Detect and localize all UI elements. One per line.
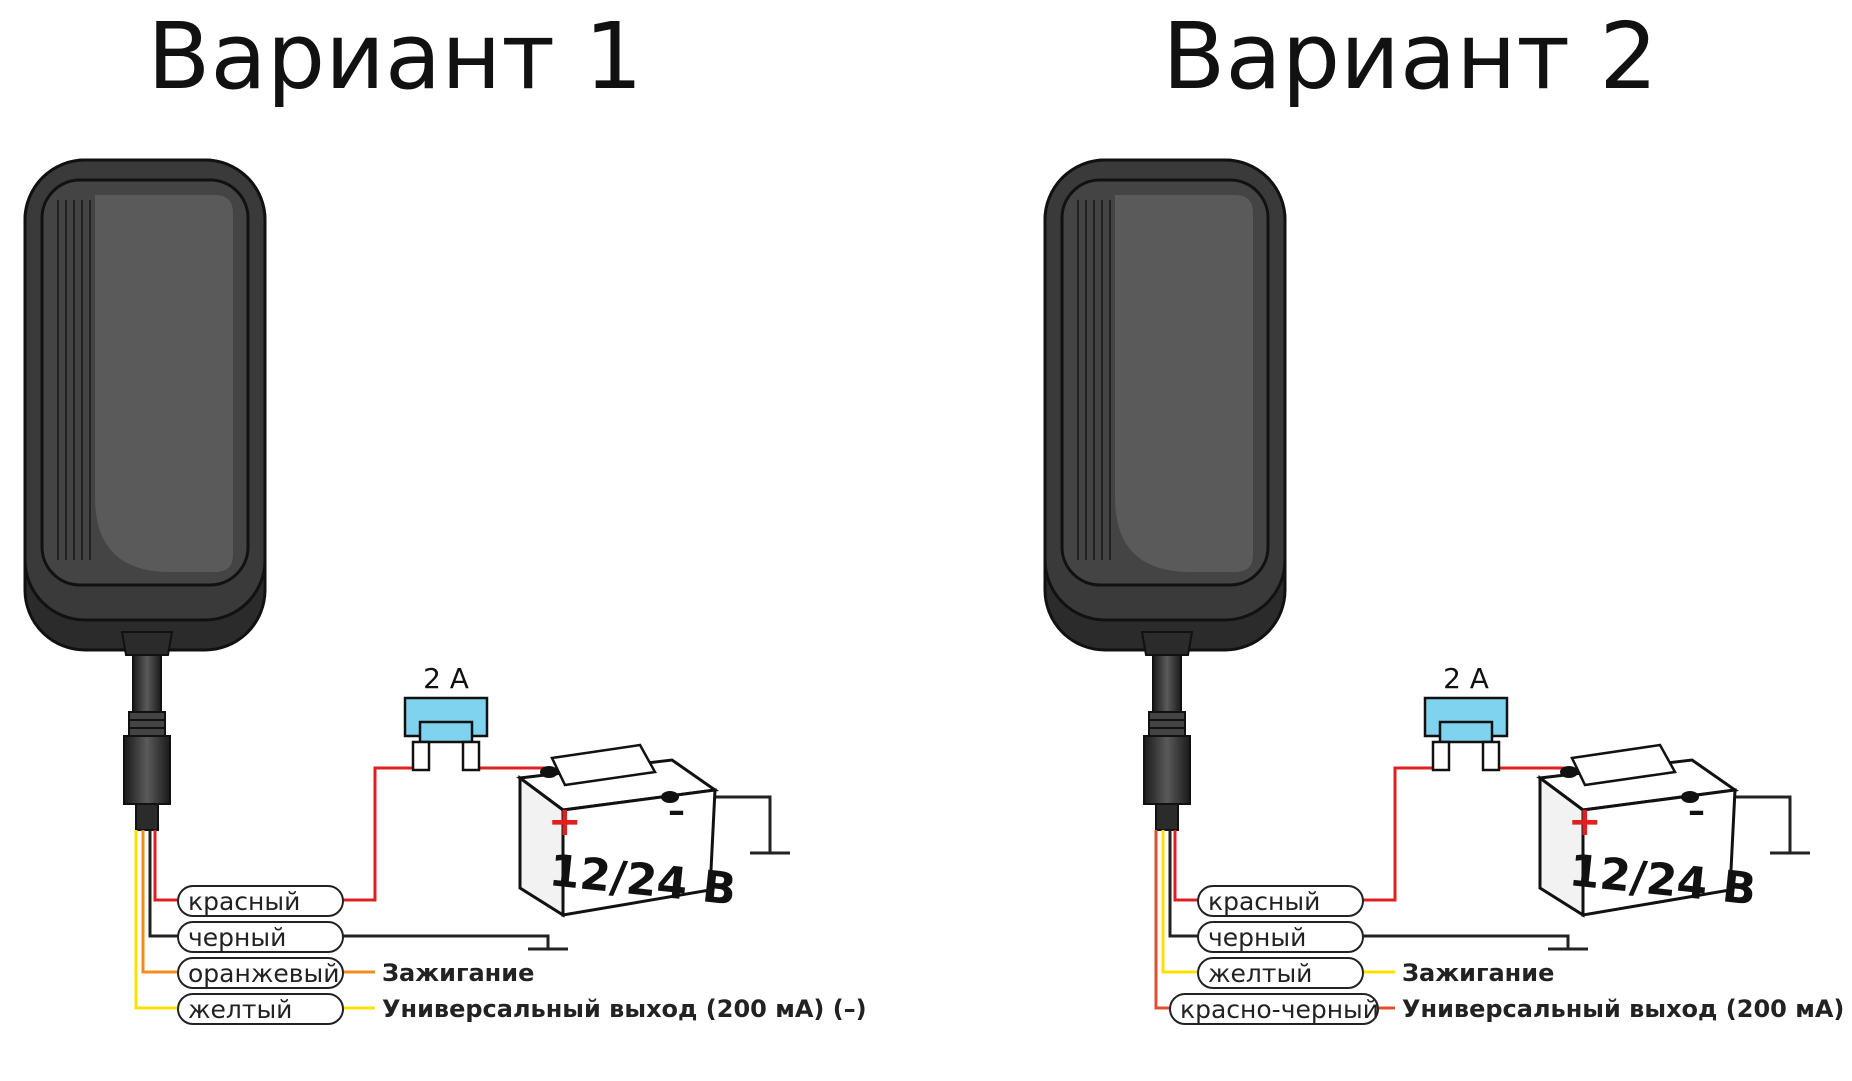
ignition-label: Зажигание <box>1402 959 1554 987</box>
variant-2-panel: Вариант 2 <box>1043 3 1852 1025</box>
variant-1-title: Вариант 1 <box>147 3 643 110</box>
svg-text:2 А: 2 А <box>423 662 469 695</box>
svg-text:черный: черный <box>188 923 286 952</box>
svg-text:желтый: желтый <box>188 995 292 1024</box>
wire-label-red: красный <box>1197 885 1364 917</box>
svg-text:красно-черный: красно-черный <box>1180 995 1379 1024</box>
variant-2-title: Вариант 2 <box>1162 3 1658 110</box>
svg-text:желтый: желтый <box>1208 959 1312 988</box>
battery: + – 12/24 В <box>1536 743 1759 918</box>
wire-label-yellow: желтый <box>1197 957 1364 989</box>
svg-text:оранжевый: оранжевый <box>188 959 339 988</box>
variant-1-panel: Вариант 1 <box>23 3 867 1025</box>
wire-label-red: красный <box>177 885 344 917</box>
battery-minus-icon: – <box>1688 791 1705 831</box>
svg-text:2 А: 2 А <box>1443 662 1489 695</box>
battery: + – 12/24 В <box>516 743 739 918</box>
svg-text:красный: красный <box>1208 887 1320 916</box>
wire-lines <box>1154 766 1810 1010</box>
battery-minus-icon: – <box>668 791 685 831</box>
universal-output-label: Универсальный выход (200 мА) (–) <box>1402 995 1852 1023</box>
fuse: 2 А <box>1423 662 1509 772</box>
wire-label-black: черный <box>1197 921 1364 953</box>
tracker-device <box>1043 158 1287 831</box>
battery-plus-icon: + <box>548 799 582 845</box>
wire-label-black: черный <box>177 921 344 953</box>
wire-label-red-black: красно-черный <box>1169 993 1379 1025</box>
wire-label-yellow: желтый <box>177 993 344 1025</box>
ignition-label: Зажигание <box>382 959 534 987</box>
fuse: 2 А <box>403 662 489 772</box>
tracker-device <box>23 158 267 831</box>
svg-text:красный: красный <box>188 887 300 916</box>
universal-output-label: Универсальный выход (200 мА) (–) <box>382 995 867 1023</box>
wire-label-orange: оранжевый <box>177 957 344 989</box>
battery-plus-icon: + <box>1568 799 1602 845</box>
svg-text:черный: черный <box>1208 923 1306 952</box>
